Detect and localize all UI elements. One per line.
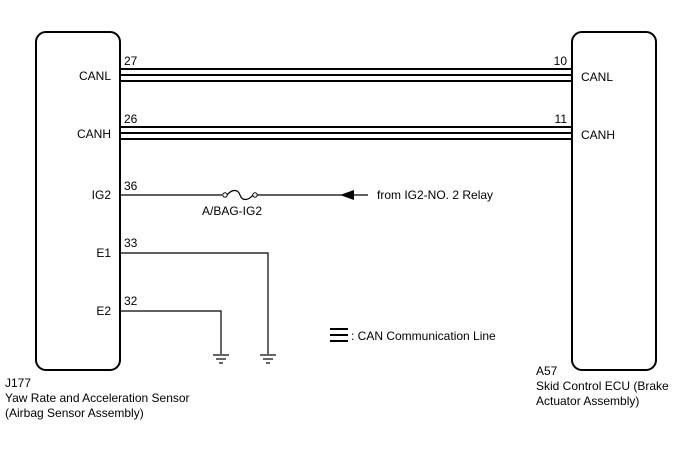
right-pin-number-10: 10 — [554, 54, 568, 68]
left-component-id: J177 — [5, 376, 31, 390]
ig2-source-label: from IG2-NO. 2 Relay — [377, 188, 493, 202]
fuse-icon — [222, 189, 258, 201]
left-pin-number-26: 26 — [124, 112, 138, 126]
ground-icon — [213, 354, 229, 364]
arrow-left-icon — [340, 190, 354, 200]
left-pin-label-canl: CANL — [79, 69, 111, 83]
right-pin-number-11: 11 — [555, 112, 568, 126]
left-pin-label-e1: E1 — [96, 246, 111, 260]
left-component-name-line1: Yaw Rate and Acceleration Sensor — [5, 391, 190, 405]
right-component-name-line2: Actuator Assembly) — [536, 394, 639, 408]
left-pin-number-36: 36 — [124, 179, 138, 193]
right-pin-label-canh: CANH — [581, 128, 615, 142]
e1-wire — [120, 252, 269, 354]
ground-icon — [260, 354, 276, 364]
right-component-box — [571, 31, 657, 371]
e2-wire — [120, 310, 222, 354]
right-component-name-line1: Skid Control ECU (Brake — [536, 379, 669, 393]
right-pin-label-canl: CANL — [581, 70, 613, 84]
canh-bus-line — [120, 126, 572, 140]
left-pin-number-27: 27 — [124, 54, 138, 68]
legend-label: : CAN Communication Line — [351, 329, 496, 343]
left-pin-label-e2: E2 — [96, 304, 111, 318]
left-pin-number-32: 32 — [124, 294, 138, 308]
left-pin-number-33: 33 — [124, 236, 138, 250]
left-component-box — [35, 31, 121, 371]
right-component-id: A57 — [536, 364, 558, 378]
double-line-icon — [330, 328, 348, 342]
fuse-label: A/BAG-IG2 — [202, 204, 262, 218]
left-pin-label-canh: CANH — [77, 127, 111, 141]
left-pin-label-ig2: IG2 — [92, 188, 112, 202]
canl-bus-line — [120, 68, 572, 82]
left-component-name-line2: (Airbag Sensor Assembly) — [5, 406, 144, 420]
